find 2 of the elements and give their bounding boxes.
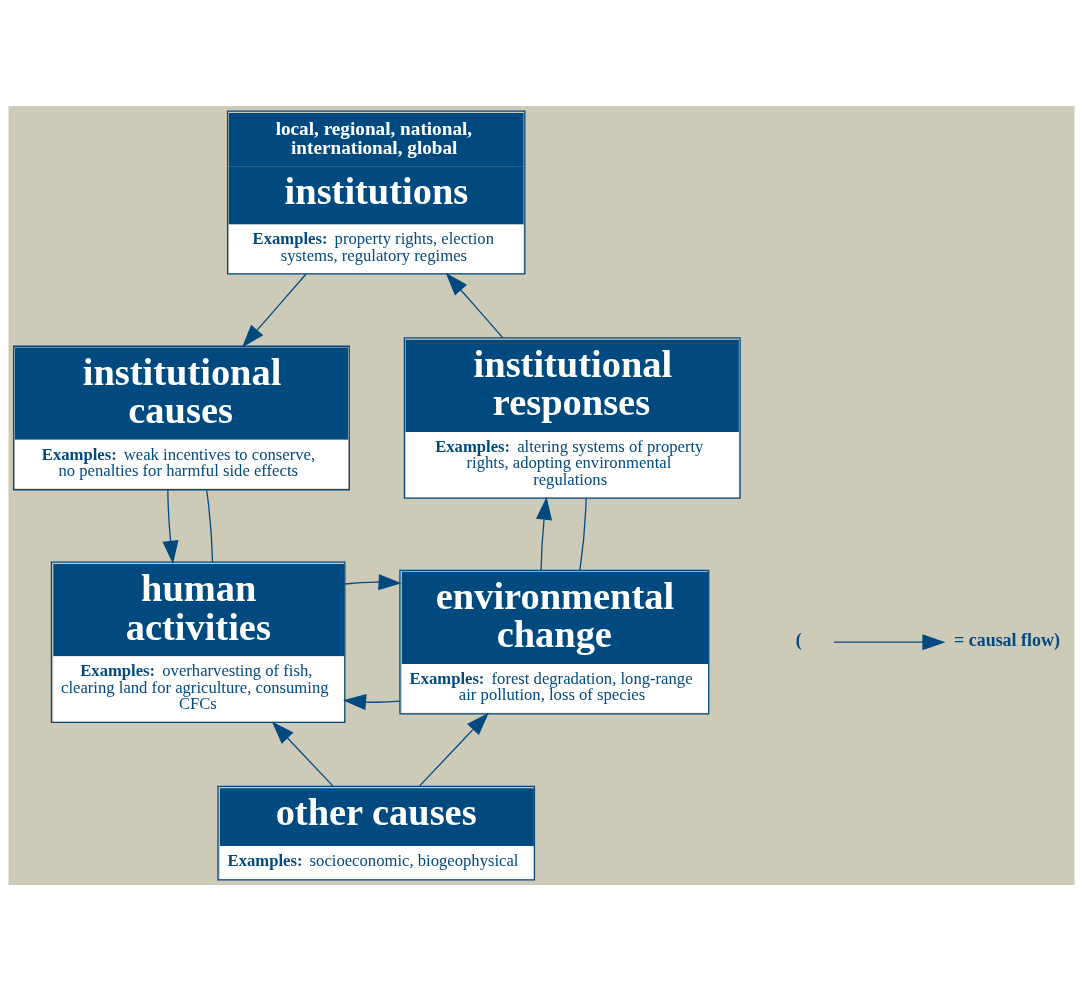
label: (	[795, 629, 802, 650]
legend-label: = causal flow)	[954, 629, 1060, 650]
